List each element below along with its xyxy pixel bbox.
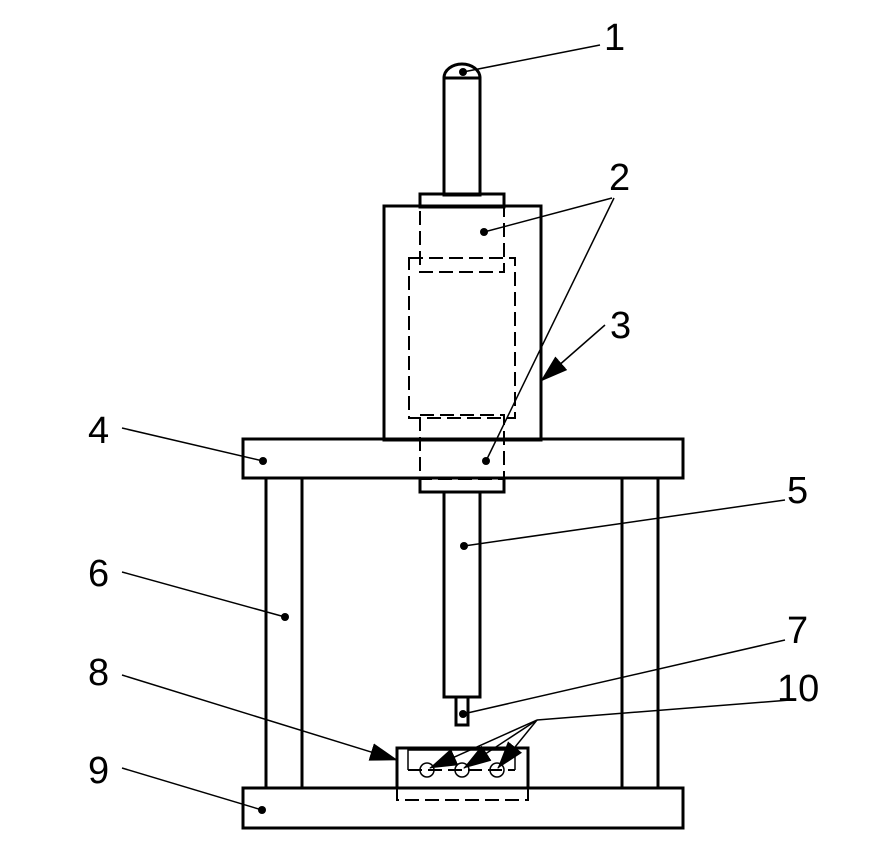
lower-collar	[418, 476, 506, 494]
holes-part-10	[419, 762, 505, 778]
label-9: 9	[88, 750, 109, 792]
lower-bearing-part-2	[419, 414, 505, 480]
left-column-part-6	[264, 476, 304, 790]
upper-rod	[442, 76, 482, 197]
label-5: 5	[787, 470, 808, 512]
piston-hidden-outline	[408, 257, 516, 419]
label-1: 1	[604, 17, 625, 59]
label-7: 7	[787, 610, 808, 652]
label-6: 6	[88, 553, 109, 595]
leader-lines	[121, 44, 791, 814]
upper-bearing-part-2	[419, 206, 505, 273]
top-plate-part-4	[241, 437, 685, 480]
top-cap-part-1	[442, 62, 482, 80]
label-2: 2	[609, 157, 630, 199]
cylinder-part-3	[382, 204, 543, 442]
right-column	[620, 476, 660, 790]
fixture-hidden-base	[396, 788, 529, 801]
hole	[419, 762, 435, 778]
punch-tip-part-7	[454, 695, 470, 727]
label-4: 4	[88, 410, 109, 452]
base-plate-part-9	[241, 786, 685, 830]
label-8: 8	[88, 652, 109, 694]
label-10: 10	[777, 668, 819, 710]
hole	[489, 762, 505, 778]
piston-rod-part-5	[442, 490, 482, 699]
hole	[454, 762, 470, 778]
label-3: 3	[610, 305, 631, 347]
